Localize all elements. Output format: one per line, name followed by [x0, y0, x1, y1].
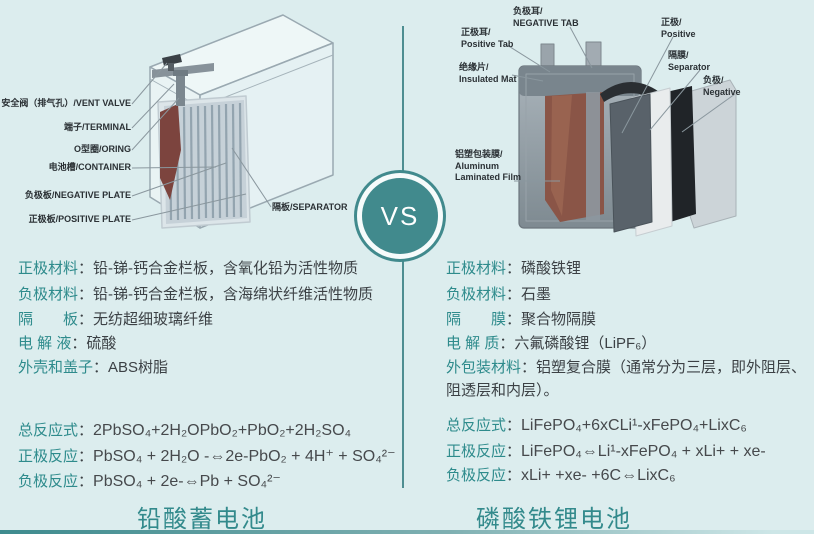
colon: ： — [78, 286, 94, 303]
spec-value: 铅-锑-钙合金栏板，含海绵状纤维活性物质 — [93, 286, 374, 303]
colon: ： — [499, 335, 515, 352]
spec-row: 隔 板：无纺超细玻璃纤维 — [18, 308, 213, 331]
spec-label: 负极材料 — [446, 286, 507, 303]
diagram-label-aluminum-film: 铝塑包装膜/ Aluminum Laminated Film — [455, 149, 522, 183]
lifepo4-title: 磷酸铁锂电池 — [476, 506, 632, 533]
spec-value: 硫酸 — [86, 335, 117, 352]
spec-value: 六氟磷酸锂（LiPF₆） — [514, 335, 657, 352]
colon: ： — [506, 260, 522, 277]
spec-label: 电 解 质 — [446, 335, 500, 352]
colon: ： — [78, 260, 94, 277]
reaction-row: 总反应式：LiFePO₄+6xCLi¹-xFePO₄+LixC₆ — [446, 414, 747, 437]
diagram-label-negative-tab: 负极耳/ NEGATIVE TAB — [513, 6, 579, 28]
reaction-row: 正极反应：LiFePO₄⇔Li¹-xFePO₄ + xLi+ + xe- — [446, 440, 766, 463]
spec-row: 正极材料：磷酸铁锂 — [446, 257, 581, 280]
spec-label: 负极材料 — [18, 286, 79, 303]
reaction-label: 正极反应 — [446, 443, 507, 460]
diagram-label-terminal: 端子/TERMINAL — [64, 122, 131, 132]
spec-value: ABS树脂 — [108, 359, 169, 376]
diagram-label-vent-valve: 安全阀（排气孔）/VENT VALVE — [1, 98, 131, 108]
reaction-label: 总反应式 — [446, 417, 507, 434]
reaction-row: 负极反应：xLi+ +xe- +6C⇔LixC₆ — [446, 464, 676, 487]
colon: ： — [506, 286, 522, 303]
colon: ： — [521, 359, 537, 376]
spec-value: 无纺超细玻璃纤维 — [93, 311, 214, 328]
reaction-label: 总反应式 — [18, 422, 79, 439]
diagram-label-positive-plate: 正极板/POSITIVE PLATE — [28, 214, 131, 224]
colon: ： — [506, 311, 522, 328]
reaction-label: 负极反应 — [18, 473, 79, 490]
diagram-label-positive: 正极/ Positive — [661, 17, 696, 39]
reaction-formula: LiFePO₄+6xCLi¹-xFePO₄+LixC₆ — [521, 417, 747, 434]
diagram-label-insulated-mat: 绝缘片/ Insulated Mat — [459, 62, 517, 84]
reaction-label: 正极反应 — [18, 448, 79, 465]
spec-row: 电 解 液：硫酸 — [18, 332, 116, 355]
reaction-formula: xLi+ +xe- +6C⇔LixC₆ — [521, 467, 676, 484]
spec-row: 负极材料：铅-锑-钙合金栏板，含海绵状纤维活性物质 — [18, 283, 373, 306]
spec-label: 正极材料 — [446, 260, 507, 277]
pouch-cell-illustration — [506, 26, 737, 237]
diagram-label-separator-lifepo: 隔膜/ Separator — [668, 50, 711, 72]
reaction-formula: 2PbSO₄+2H₂OPbO₂+PbO₂+2H₂SO₄ — [93, 422, 352, 439]
spec-value: 石墨 — [521, 286, 552, 303]
bottom-accent-strip — [0, 530, 814, 534]
spec-row: 外包装材料：铝塑复合膜（通常分为三层，即外阻层、阻透层和内层）。 — [446, 356, 812, 402]
colon: ： — [506, 467, 522, 484]
colon: ： — [506, 443, 522, 460]
colon: ： — [78, 311, 94, 328]
vs-badge: VS — [362, 178, 438, 254]
colon: ： — [78, 473, 94, 490]
spec-value: 磷酸铁锂 — [521, 260, 582, 277]
spec-label: 隔 膜 — [446, 311, 507, 328]
spec-row: 隔 膜：聚合物隔膜 — [446, 308, 596, 331]
spec-row: 负极材料：石墨 — [446, 283, 551, 306]
diagram-label-oring: O型圈/ORING — [73, 144, 131, 154]
center-divider — [402, 26, 404, 488]
diagram-label-negative-plate: 负极板/NEGATIVE PLATE — [24, 190, 131, 200]
reaction-row: 总反应式：2PbSO₄+2H₂OPbO₂+PbO₂+2H₂SO₄ — [18, 419, 351, 442]
spec-value: 聚合物隔膜 — [521, 311, 597, 328]
diagram-label-negative: 负极/ Negative — [703, 75, 741, 97]
reaction-formula: LiFePO₄⇔Li¹-xFePO₄ + xLi+ + xe- — [521, 443, 766, 460]
diagram-label-separator-lead: 隔板/SEPARATOR — [272, 202, 348, 212]
colon: ： — [71, 335, 87, 352]
spec-label: 外壳和盖子 — [18, 359, 94, 376]
spec-value: 铝塑复合膜（通常分为三层，即外阻层、阻透层和内层）。 — [446, 359, 807, 399]
diagram-label-container: 电池槽/CONTAINER — [48, 162, 131, 172]
reaction-label: 负极反应 — [446, 467, 507, 484]
reaction-row: 正极反应：PbSO₄ + 2H₂O -⇔2e-PbO₂ + 4H⁺ + SO₄²… — [18, 445, 396, 468]
colon: ： — [506, 417, 522, 434]
lead-acid-battery-illustration — [131, 14, 334, 229]
lead-acid-title: 铅酸蓄电池 — [137, 506, 267, 533]
colon: ： — [78, 448, 94, 465]
spec-label: 电 解 液 — [18, 335, 72, 352]
reaction-formula: PbSO₄ + 2e-⇔Pb + SO₄²⁻ — [93, 473, 281, 490]
colon: ： — [78, 422, 94, 439]
vs-label: VS — [380, 200, 420, 231]
reaction-formula: PbSO₄ + 2H₂O -⇔2e-PbO₂ + 4H⁺ + SO₄²⁻ — [93, 448, 396, 465]
spec-label: 外包装材料 — [446, 359, 522, 376]
spec-label: 正极材料 — [18, 260, 79, 277]
reaction-row: 负极反应：PbSO₄ + 2e-⇔Pb + SO₄²⁻ — [18, 470, 281, 493]
diagram-label-positive-tab: 正极耳/ Positive Tab — [461, 27, 514, 49]
spec-row: 外壳和盖子：ABS树脂 — [18, 356, 168, 379]
spec-label: 隔 板 — [18, 311, 79, 328]
spec-value: 铅-锑-钙合金栏板，含氧化铅为活性物质 — [93, 260, 359, 277]
spec-row: 正极材料：铅-锑-钙合金栏板，含氧化铅为活性物质 — [18, 257, 358, 280]
spec-row: 电 解 质：六氟磷酸锂（LiPF₆） — [446, 332, 656, 355]
colon: ： — [93, 359, 109, 376]
